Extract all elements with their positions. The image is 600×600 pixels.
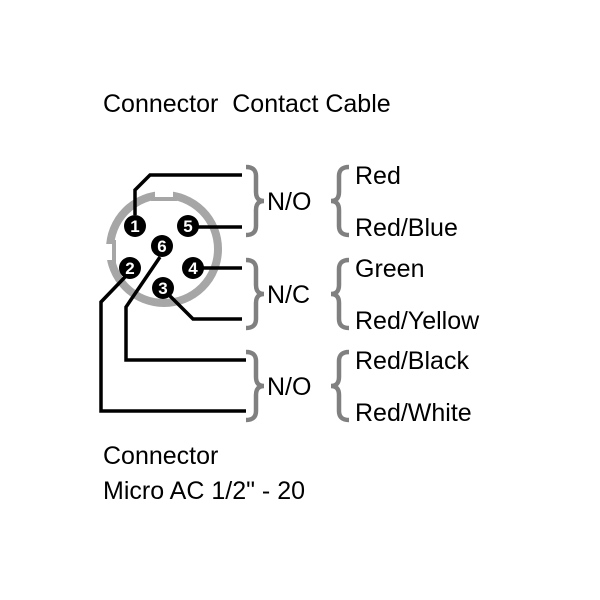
wire-pin-3: [168, 294, 242, 321]
wires: [99, 173, 246, 413]
cable-label-red-yellow: Red/Yellow: [355, 307, 480, 335]
contact-label-1: N/O: [267, 188, 311, 216]
connector-side-notch: [105, 244, 115, 260]
pin-4-label: 4: [188, 259, 198, 278]
cable-label-red-blue: Red/Blue: [355, 214, 458, 242]
cable-brace-1: [330, 164, 350, 238]
pin-3: 3: [152, 277, 174, 299]
contact-label-3: N/O: [267, 373, 311, 401]
pin-3-label: 3: [158, 279, 167, 298]
contact-brace-2: [245, 257, 265, 331]
pin-5: 5: [177, 215, 199, 237]
pin-2: 2: [119, 257, 141, 279]
cable-label-red-black: Red/Black: [355, 347, 469, 375]
braces: [245, 164, 350, 423]
cable-label-red-white: Red/White: [355, 399, 472, 427]
contact-brace-3: [245, 349, 265, 423]
pin-1-label: 1: [130, 217, 139, 236]
pin-6: 6: [151, 235, 173, 257]
cable-brace-3: [330, 349, 350, 423]
contact-label-2: N/C: [267, 281, 310, 309]
header-title: Connector Contact Cable: [103, 90, 391, 118]
wire-pin-6: [124, 256, 246, 362]
pins: 1 5 6 2 4 3: [119, 215, 204, 299]
pin-1: 1: [124, 215, 146, 237]
pin-2-label: 2: [125, 259, 134, 278]
connector-face: [105, 190, 222, 307]
cable-label-green: Green: [355, 255, 424, 283]
connector-key-tab: [151, 197, 177, 201]
footer-connector-type: Micro AC 1/2" - 20: [103, 477, 305, 505]
connector-key-notch: [155, 190, 173, 199]
wire-pin-1: [133, 173, 242, 215]
wire-pin-2: [99, 274, 246, 413]
cable-brace-2: [330, 257, 350, 331]
cable-label-red: Red: [355, 162, 401, 190]
pin-5-label: 5: [183, 217, 192, 236]
pin-4: 4: [182, 257, 204, 279]
pin-6-label: 6: [157, 237, 166, 256]
contact-brace-1: [245, 164, 265, 238]
footer-connector-label: Connector: [103, 442, 218, 470]
connector-side-tab: [112, 240, 116, 264]
